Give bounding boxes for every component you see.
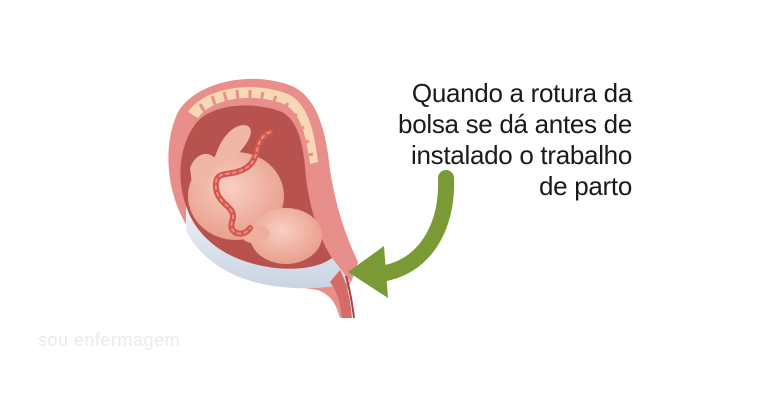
watermark: sou enfermagem (38, 330, 181, 350)
cervix (330, 270, 352, 318)
annotation-text: Quando a rotura da bolsa se dá antes de … (392, 78, 632, 202)
annotation-line-4: de parto (538, 171, 632, 201)
fetus-leg (214, 125, 251, 160)
annotation-line-3: instalado o trabalho (411, 140, 632, 170)
annotation-line-1: Quando a rotura da (411, 78, 632, 108)
fetus-head (250, 208, 322, 264)
fetus-arm (190, 153, 217, 185)
annotation-line-2: bolsa se dá antes de (398, 109, 632, 139)
amniotic-fluid (186, 206, 350, 289)
